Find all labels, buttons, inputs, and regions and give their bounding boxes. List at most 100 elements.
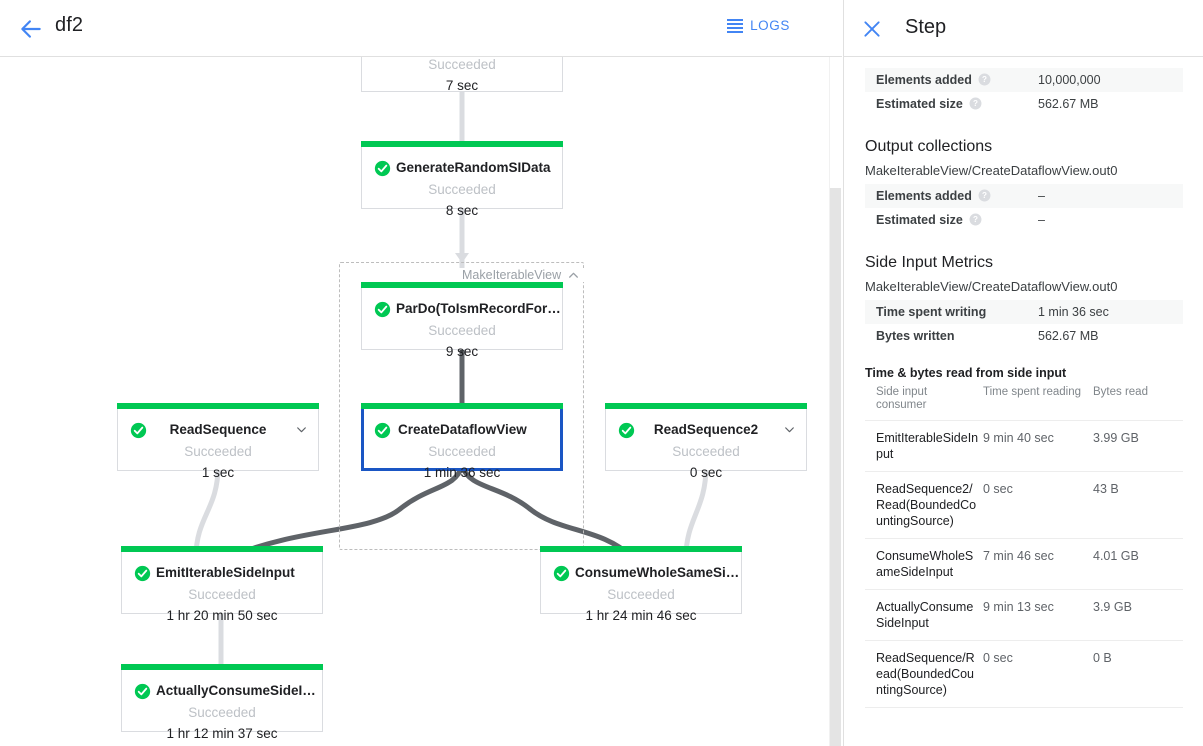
help-icon[interactable]: ? [978,73,991,86]
node-status-text: Succeeded [428,444,496,459]
metric-value-cell: – [1038,213,1045,227]
table-row: Estimated size? – [865,208,1183,232]
chevron-down-icon[interactable] [783,423,796,436]
cell-bytes: 43 B [1093,471,1183,539]
metric-value-cell: – [1038,189,1045,203]
success-check-icon [134,683,151,700]
node-time-text: 1 hr 20 min 50 sec [166,608,278,623]
node-time-text: 1 min 36 sec [423,465,501,480]
input-metrics-table: Elements added? 10,000,000 Estimated siz… [865,68,1183,116]
column-header-side-input-consumer: Side input consumer [876,386,928,411]
table-body: EmitIterableSideInput 9 min 40 sec 3.99 … [865,420,1183,708]
cell-consumer: EmitIterableSideInput [865,420,983,472]
svg-text:?: ? [973,99,978,108]
cell-consumer: ReadSequence2/Read(BoundedCountingSource… [865,471,983,539]
help-icon[interactable]: ? [969,213,982,226]
back-arrow-icon[interactable] [18,16,44,42]
metric-key-cell: Estimated size? [865,92,1038,116]
help-icon[interactable]: ? [969,97,982,110]
node-name-text: EmitIterableSideInput [156,565,295,580]
cell-consumer: ReadSequence/Read(BoundedCountingSource) [865,640,983,708]
cell-time: 0 sec [983,471,1093,539]
output-collection-metrics-table: Elements added? – Estimated size? – [865,184,1183,232]
metric-key-cell: Time spent writing [876,305,987,319]
metric-key-label: Elements added [876,189,972,203]
cell-time: 0 sec [983,640,1093,708]
graph-vertical-scrollbar[interactable] [829,57,842,746]
cell-time: 7 min 46 sec [983,538,1093,590]
side-input-metrics-title: Side Input Metrics [865,254,994,271]
close-icon[interactable] [862,19,882,39]
page-title: df2 [55,14,84,36]
metric-key-cell: Elements added? [865,68,1038,92]
chevron-up-icon[interactable] [567,269,580,282]
node-name-text: ConsumeWholeSameSi… [575,565,740,580]
job-graph-canvas[interactable]: MakeIterableView Succeeded 7 sec Generat… [0,57,842,746]
cell-bytes: 3.99 GB [1093,420,1183,472]
node-time-text: 1 sec [201,465,235,480]
cell-time: 9 min 13 sec [983,589,1093,641]
node-time-text: 1 hr 24 min 46 sec [585,608,697,623]
graph-node-read-sequence-2[interactable]: ReadSequence2 Succeeded 0 sec [605,403,807,480]
group-label-make-iterable-view[interactable]: MakeIterableView [458,268,585,282]
success-check-icon [553,565,570,582]
cell-bytes: 3.9 GB [1093,589,1183,641]
node-status-text: Succeeded [607,587,675,602]
group-label-text: MakeIterableView [462,268,562,282]
node-name-text: ReadSequence2 [653,422,759,437]
node-status-band [117,403,319,409]
chevron-down-icon[interactable] [295,423,308,436]
node-time-text: 9 sec [445,344,479,359]
table-row: Elements added? – [865,184,1183,208]
success-check-icon [134,565,151,582]
cell-consumer: ActuallyConsumeSideInput [865,589,983,641]
success-check-icon [130,422,147,439]
graph-node-generate-random-si-data[interactable]: GenerateRandomSIData Succeeded 8 sec [361,141,563,218]
logs-button-label: LOGS [750,18,790,33]
graph-node-consume-whole-same-side-input[interactable]: ConsumeWholeSameSi… Succeeded 1 hr 24 mi… [540,546,742,623]
metric-key-label: Estimated size [876,213,963,227]
table-row: Estimated size? 562.67 MB [865,92,1183,116]
node-status-band [361,403,563,409]
panel-title: Step [905,16,947,38]
node-name-text: ParDo(ToIsmRecordFor… [396,301,561,316]
graph-scrollbar-thumb[interactable] [830,188,841,746]
table-row: ReadSequence2/Read(BoundedCountingSource… [865,471,1183,539]
top-toolbar: df2 LOGS [0,0,842,57]
graph-node-create-dataflow-view[interactable]: CreateDataflowView Succeeded 1 min 36 se… [361,403,563,480]
graph-node-read-sequence[interactable]: ReadSequence Succeeded 1 sec [117,403,319,480]
metric-value-cell: 562.67 MB [1038,329,1099,343]
node-status-text: Succeeded [188,705,256,720]
graph-node-actually-consume-side-input[interactable]: ActuallyConsumeSideI… Succeeded 1 hr 12 … [121,664,323,741]
graph-node[interactable]: Succeeded 7 sec [361,57,563,93]
graph-node-pardo-to-ism-record[interactable]: ParDo(ToIsmRecordFor… Succeeded 9 sec [361,282,563,359]
panel-scroll-body[interactable]: .out0 Elements added? 10,000,000 Estimat… [844,58,1203,746]
node-name-text: ReadSequence [169,422,267,437]
node-status-band [361,141,563,147]
metric-key-label: Estimated size [876,97,963,111]
node-name-text: ActuallyConsumeSideI… [156,683,316,698]
cell-bytes: 4.01 GB [1093,538,1183,590]
column-header-time-spent-reading: Time spent reading [983,386,1082,398]
column-header-bytes-read: Bytes read [1093,386,1148,398]
help-icon[interactable]: ? [978,189,991,202]
table-row: ConsumeWholeSameSideInput 7 min 46 sec 4… [865,538,1183,590]
cell-bytes: 0 B [1093,640,1183,708]
logs-button[interactable]: LOGS [727,18,790,33]
output-collection-name: MakeIterableView/CreateDataflowView.out0 [865,163,1118,178]
metric-value-cell: 1 min 36 sec [1038,305,1109,319]
graph-node-emit-iterable-side-input[interactable]: EmitIterableSideInput Succeeded 1 hr 20 … [121,546,323,623]
node-status-text: Succeeded [428,182,496,197]
node-status-band [605,403,807,409]
node-status-text: Succeeded [188,587,256,602]
node-status-band [121,546,323,552]
output-collections-title: Output collections [865,138,993,155]
metric-key-label: Elements added [876,73,972,87]
group-box-make-iterable-view[interactable] [339,262,584,550]
table-row: EmitIterableSideInput 9 min 40 sec 3.99 … [865,420,1183,472]
panel-header: Step [844,0,1203,57]
graph-pane: df2 LOGS [0,0,842,746]
node-status-band [121,664,323,670]
step-details-panel: Step .out0 Elements added? 10,000,000 Es… [843,0,1203,746]
